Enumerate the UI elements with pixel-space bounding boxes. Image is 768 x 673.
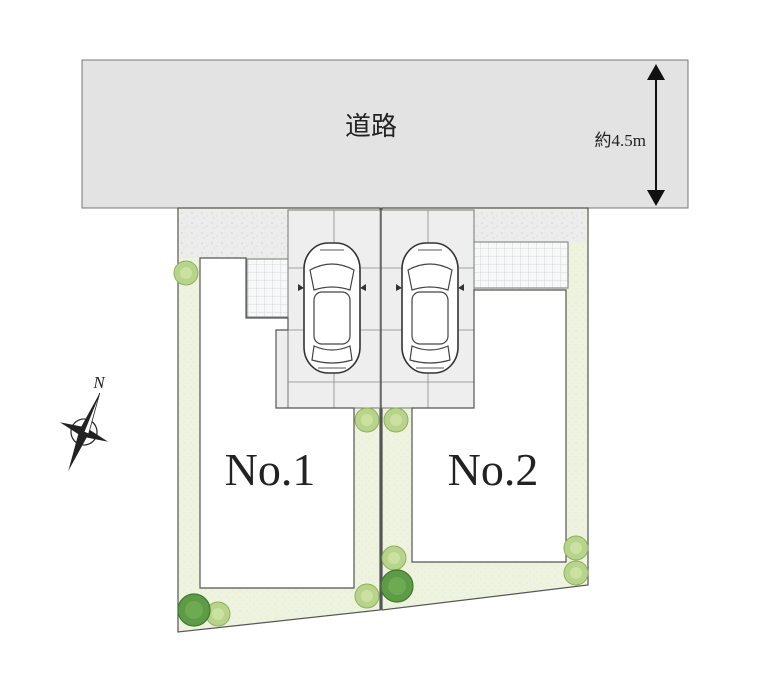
shrub-icon <box>354 407 380 433</box>
building-footprint-lot-1 <box>199 257 355 589</box>
gravel-strip-lot-1 <box>180 210 288 258</box>
shrub-icon <box>383 407 409 433</box>
tree-icon <box>177 593 211 627</box>
compass-north-label: N <box>92 373 106 392</box>
shrub-icon <box>173 260 199 286</box>
shrub-icon <box>381 545 407 571</box>
building-footprint-lot-2 <box>411 289 567 563</box>
gravel-strip-lot-2 <box>474 210 586 242</box>
road-area <box>81 59 689 209</box>
shrub-icon <box>563 535 589 561</box>
entrance-tile-lot-1 <box>246 258 289 318</box>
tree-icon <box>380 569 414 603</box>
car-icon <box>395 242 465 374</box>
road-label: 道路 <box>345 112 397 141</box>
compass-rose-icon <box>59 392 109 471</box>
dimension-arrow-icon <box>647 64 665 206</box>
lot-2-label: No.2 <box>448 444 539 495</box>
road-width-label: 約4.5m <box>595 131 646 150</box>
lot-1-label: No.1 <box>225 444 316 495</box>
entrance-tile-lot-2 <box>473 241 569 289</box>
car-icon <box>297 242 367 374</box>
shrub-icon <box>563 560 589 586</box>
shrub-icon <box>354 583 380 609</box>
